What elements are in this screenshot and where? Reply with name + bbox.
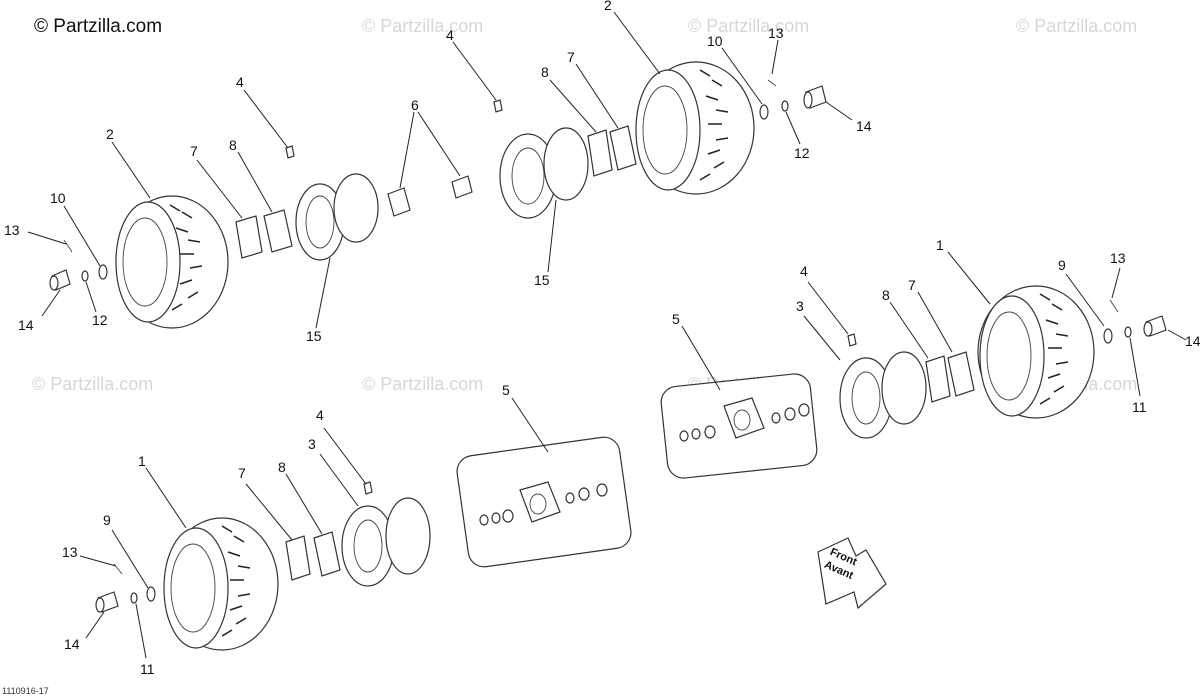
callout-label: 10 bbox=[707, 33, 723, 49]
callout-label: 12 bbox=[92, 312, 108, 328]
cotter-pin bbox=[63, 239, 73, 253]
wheel-nut bbox=[130, 592, 138, 604]
callout-label: 2 bbox=[106, 126, 114, 142]
callout-label: 6 bbox=[411, 97, 419, 113]
callout-label: 14 bbox=[18, 317, 34, 333]
spacer bbox=[609, 125, 637, 171]
hub-cap bbox=[803, 85, 827, 109]
callout-label: 4 bbox=[236, 74, 244, 90]
wheel-nut bbox=[781, 100, 789, 112]
callout-label: 15 bbox=[306, 328, 322, 344]
tire bbox=[115, 195, 229, 329]
tire bbox=[977, 285, 1095, 419]
diagram-code: 1110916-17 bbox=[2, 686, 49, 696]
spacer bbox=[925, 355, 951, 403]
callout-label: 14 bbox=[1185, 333, 1200, 349]
wheel-nut bbox=[1124, 326, 1132, 338]
callout-label: 3 bbox=[308, 436, 316, 452]
tire bbox=[635, 61, 755, 195]
rim bbox=[839, 351, 927, 439]
hub-assembly bbox=[679, 397, 810, 442]
callout-label: 8 bbox=[882, 287, 890, 303]
callout-label: 9 bbox=[103, 512, 111, 528]
callout-label: 13 bbox=[62, 544, 78, 560]
wheel-stud bbox=[285, 145, 295, 159]
wheel-stud bbox=[363, 481, 373, 495]
callout-label: 4 bbox=[446, 27, 454, 43]
callout-label: 8 bbox=[278, 459, 286, 475]
spacer bbox=[313, 531, 341, 577]
callout-label: 8 bbox=[229, 137, 237, 153]
spacer bbox=[235, 215, 263, 259]
assembly-top-right: 4 8 7 2 10 13 14 12 15 bbox=[446, 0, 872, 288]
callout-label: 9 bbox=[1058, 257, 1066, 273]
callout-label: 1 bbox=[936, 237, 944, 253]
hub bbox=[451, 175, 473, 199]
washer bbox=[759, 104, 769, 120]
callout-label: 7 bbox=[238, 465, 246, 481]
callout-label: 2 bbox=[604, 0, 612, 13]
callout-label: 7 bbox=[190, 143, 198, 159]
hub-cap bbox=[49, 269, 71, 291]
watermark: © Partzilla.com bbox=[362, 374, 483, 394]
hub bbox=[387, 187, 411, 217]
callout-label: 5 bbox=[672, 311, 680, 327]
callout-label: 1 bbox=[138, 453, 146, 469]
callout-label: 13 bbox=[768, 25, 784, 41]
wheel-stud bbox=[493, 99, 503, 113]
callout-label: 7 bbox=[908, 277, 916, 293]
watermark: © Partzilla.com bbox=[688, 16, 809, 36]
callout-label: 4 bbox=[316, 407, 324, 423]
callout-label: 14 bbox=[64, 636, 80, 652]
callout-label: 13 bbox=[4, 222, 20, 238]
rim bbox=[341, 497, 431, 587]
hub-cap bbox=[95, 591, 119, 613]
callout-label: 8 bbox=[541, 64, 549, 80]
wheel-stud bbox=[847, 333, 857, 347]
hub-kit-box-center: 5 bbox=[456, 382, 632, 568]
rim bbox=[499, 127, 589, 219]
spacer bbox=[587, 129, 613, 177]
spacer bbox=[285, 535, 311, 581]
callout-label: 10 bbox=[50, 190, 66, 206]
callout-label: 14 bbox=[856, 118, 872, 134]
watermark: © Partzilla.com bbox=[32, 374, 153, 394]
assembly-bottom-left: 4 1 7 8 3 9 13 14 11 bbox=[62, 407, 431, 677]
hub-assembly bbox=[479, 481, 608, 526]
callout-label: 15 bbox=[534, 272, 550, 288]
hub-cap bbox=[1143, 315, 1167, 337]
tire bbox=[163, 517, 279, 651]
brand-logo: © Partzilla.com bbox=[34, 16, 162, 37]
cotter-pin bbox=[767, 79, 777, 87]
front-direction-arrow: Front Avant bbox=[817, 537, 887, 610]
watermark: © Partzilla.com bbox=[362, 16, 483, 36]
callout-label: 5 bbox=[502, 382, 510, 398]
callout-label: 3 bbox=[796, 298, 804, 314]
callout-label: 7 bbox=[567, 49, 575, 65]
washer bbox=[146, 586, 156, 602]
spacer bbox=[263, 209, 293, 253]
washer bbox=[1103, 328, 1113, 344]
callout-label: 11 bbox=[140, 661, 155, 677]
spacer bbox=[947, 351, 975, 397]
watermark: © Partzilla.com bbox=[1016, 16, 1137, 36]
callout-label: 13 bbox=[1110, 250, 1126, 266]
callout-label: 11 bbox=[1132, 399, 1147, 415]
wheel-nut bbox=[81, 270, 89, 282]
assembly-bottom-right: 1 4 8 7 9 13 5 3 14 11 bbox=[660, 237, 1200, 479]
rim bbox=[295, 173, 379, 261]
cotter-pin bbox=[1109, 299, 1119, 313]
callout-label: 4 bbox=[800, 263, 808, 279]
callout-label: 12 bbox=[794, 145, 810, 161]
assembly-top-left: 2 7 8 4 6 10 13 14 12 15 bbox=[4, 74, 473, 344]
washer bbox=[98, 264, 108, 280]
